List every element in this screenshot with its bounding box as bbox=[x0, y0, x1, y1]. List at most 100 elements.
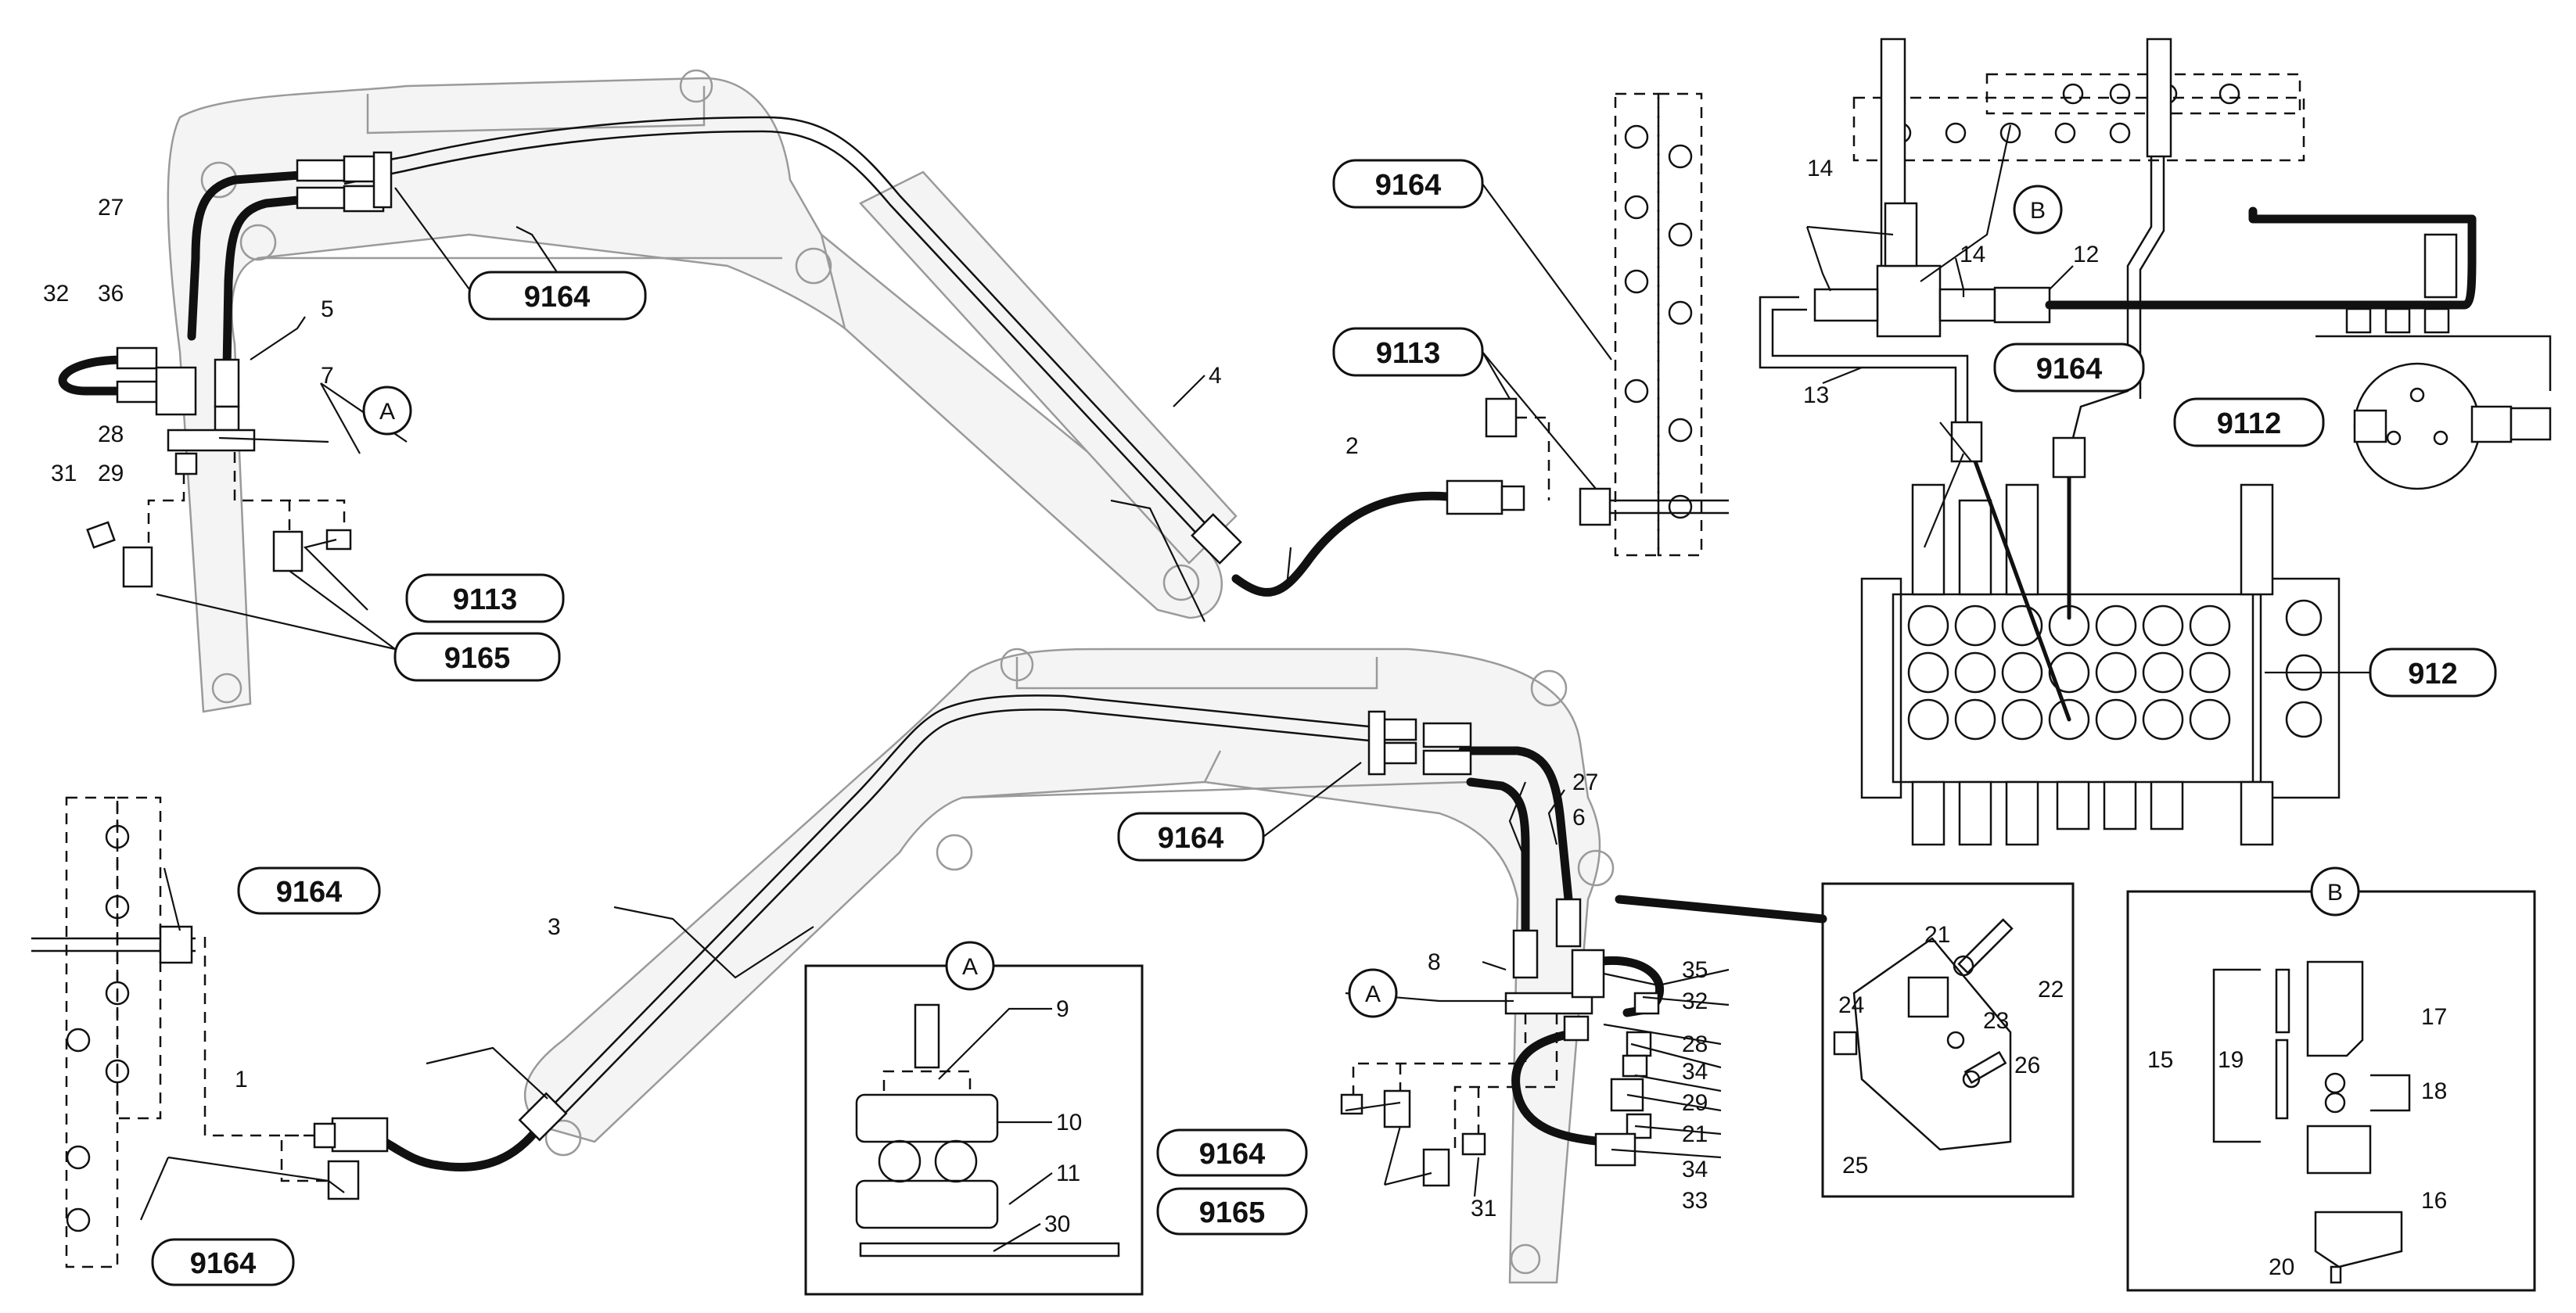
clamp-bore-2 bbox=[934, 1139, 978, 1183]
label-14-a: 14 bbox=[1807, 156, 1833, 181]
label-31-lower: 31 bbox=[1471, 1196, 1496, 1222]
upper-pivot-pin-6 bbox=[211, 673, 243, 704]
valve-end-plate-right bbox=[2251, 577, 2341, 799]
ref-9164-lower-frame bbox=[1156, 1128, 1308, 1177]
fitting-14-left bbox=[1813, 288, 1879, 322]
label-23: 23 bbox=[1983, 1008, 2009, 1034]
control-valve-bank bbox=[1860, 459, 2341, 846]
label-34-b: 34 bbox=[1682, 1157, 1708, 1182]
valve-b-block bbox=[1876, 264, 1942, 338]
label-34-a: 34 bbox=[1682, 1059, 1708, 1085]
label-27-lower: 27 bbox=[1572, 770, 1598, 795]
filter-9112-bolt-1 bbox=[2409, 387, 2425, 403]
label-1: 1 bbox=[235, 1067, 248, 1092]
filter-fitting-left bbox=[2353, 409, 2387, 443]
lower-boom-assembly bbox=[203, 648, 1615, 1284]
filter-fitting-right bbox=[2470, 405, 2513, 443]
valve-spools-top bbox=[1911, 483, 2274, 596]
lower-pivot-pin-4 bbox=[936, 834, 973, 871]
filter-fitting-far bbox=[2510, 407, 2552, 441]
fitting-34-lower bbox=[1626, 1031, 1652, 1057]
clamp-hole-4 bbox=[1668, 222, 1693, 247]
upper-arm-section bbox=[858, 170, 1238, 565]
fitting-upper-b bbox=[296, 186, 346, 210]
adapter-hose-1 bbox=[313, 1122, 336, 1149]
callout-b-top-circle bbox=[2013, 185, 2063, 235]
lower-pivot-pin-2 bbox=[1530, 669, 1568, 707]
hose-5-upper bbox=[222, 191, 349, 372]
tee-28 bbox=[155, 366, 197, 416]
lower-boom-outline bbox=[523, 648, 1601, 1284]
ref-9165-lower-frame bbox=[1156, 1187, 1308, 1236]
fitting-29-lower bbox=[1622, 1054, 1648, 1078]
hose-2 bbox=[1231, 491, 1452, 597]
upper-hose-group bbox=[58, 151, 393, 588]
valve-block-b bbox=[2306, 1125, 2372, 1175]
bracket-hole-1 bbox=[1946, 1031, 1965, 1049]
fitting-upper-a bbox=[296, 159, 346, 182]
tank-fitting-2 bbox=[2384, 307, 2411, 334]
ref-9113-right-frame bbox=[1332, 327, 1484, 377]
tank-fitting-1 bbox=[2345, 307, 2372, 334]
label-5: 5 bbox=[321, 296, 334, 322]
fitting-hose-2-end bbox=[1446, 479, 1504, 515]
washer-23 bbox=[1953, 955, 1974, 977]
lower-fitting-c bbox=[1422, 722, 1472, 748]
label-22: 22 bbox=[2038, 977, 2064, 1003]
lower-pivot-pin-1 bbox=[1000, 648, 1034, 682]
hose-6-lower bbox=[1466, 777, 1530, 943]
ref-9112: 9112 bbox=[2217, 407, 2281, 440]
label-10: 10 bbox=[1056, 1110, 1082, 1135]
hose-32-upper bbox=[58, 355, 146, 396]
pipe-3-parallel bbox=[556, 709, 1378, 1122]
upper-right-dashes bbox=[1516, 416, 1550, 500]
part-number-labels: 27 32 36 5 7 28 29 31 4 2 14 14 12 13 3 … bbox=[43, 156, 2447, 1280]
upper-boom-inner-line bbox=[258, 234, 846, 329]
mount-plate-back bbox=[1852, 96, 2305, 162]
upper-pivot-pin-3 bbox=[795, 247, 832, 285]
detail-exploded-box bbox=[1615, 882, 2075, 1198]
hose-1 bbox=[363, 1121, 544, 1172]
label-31-upper: 31 bbox=[51, 461, 77, 486]
ref-9164-left: 9164 bbox=[276, 876, 343, 909]
ref-9164-right-frame bbox=[1332, 159, 1484, 209]
label-6: 6 bbox=[1572, 805, 1586, 830]
label-14-b: 14 bbox=[1960, 242, 1985, 267]
lower-pivot-pin-5 bbox=[544, 1119, 582, 1157]
label-11: 11 bbox=[1056, 1161, 1080, 1186]
label-32-upper: 32 bbox=[43, 281, 69, 307]
fitting-hose-1-end bbox=[331, 1117, 389, 1153]
lower-clamp-hole-3 bbox=[105, 981, 130, 1006]
valve-21-detail bbox=[1907, 976, 1949, 1018]
bracket-hole-2 bbox=[1962, 1070, 1981, 1089]
cap-9113-a bbox=[325, 529, 352, 551]
fitting-hose-12-end bbox=[2423, 233, 2458, 299]
hose-27-upper bbox=[187, 167, 349, 341]
pipe-13 bbox=[1759, 296, 1969, 422]
cap-31-lower bbox=[1461, 1132, 1486, 1156]
fitting-14-right bbox=[1938, 288, 1996, 322]
lower-fitting-d bbox=[1422, 749, 1472, 776]
ref-9164-valve: 9164 bbox=[2036, 353, 2103, 386]
upper-pivot-pin-4 bbox=[679, 69, 713, 103]
lower-left-dashes bbox=[203, 937, 329, 1182]
label-19: 19 bbox=[2218, 1047, 2244, 1073]
label-36: 36 bbox=[98, 281, 124, 307]
reference-labels: 9164 9164 9113 9164 9112 912 9113 9165 9… bbox=[151, 159, 2497, 1286]
clamp-hole-6 bbox=[1668, 300, 1693, 325]
ref-9112-frame bbox=[2173, 397, 2325, 447]
ref-912-frame bbox=[2369, 648, 2497, 698]
fitting-36 bbox=[116, 346, 158, 370]
label-35: 35 bbox=[1682, 957, 1708, 983]
ref-9113-top-frame bbox=[405, 573, 565, 623]
clamp-hole-9 bbox=[1668, 494, 1693, 519]
tank-fitting-3 bbox=[2423, 307, 2450, 334]
clamp-hole-1 bbox=[1624, 124, 1649, 149]
label-25: 25 bbox=[1842, 1153, 1868, 1178]
pipe-4-parallel bbox=[343, 130, 1212, 550]
fitting-hose-2-boom bbox=[1191, 513, 1242, 565]
callout-a-top-circle bbox=[362, 386, 412, 436]
ref-9164-right: 9164 bbox=[1375, 169, 1442, 202]
lower-left-clamp bbox=[31, 796, 196, 1268]
